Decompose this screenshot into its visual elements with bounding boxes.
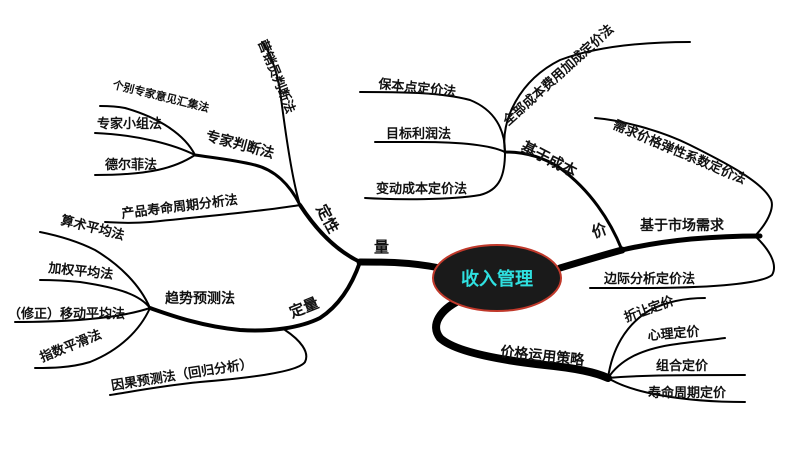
branch-mubiao	[374, 141, 506, 153]
label-jia: 价	[589, 219, 610, 241]
label-quanbu: 全部成本费用加成定价法	[499, 21, 617, 129]
branch-yidong	[14, 307, 151, 323]
label-yinguo: 因果预测法（回归分析）	[110, 356, 254, 394]
branch-xiaozu	[94, 132, 196, 156]
center-label: 收入管理	[461, 268, 533, 290]
branch-dingliang	[148, 260, 362, 333]
label-liang: 量	[374, 238, 389, 256]
branch-celue	[432, 296, 612, 382]
label-shouming: 寿命周期定价	[648, 385, 727, 401]
branch-yinguo	[109, 329, 308, 396]
branch-shouming	[607, 377, 746, 403]
label-dingxing: 定性	[312, 201, 342, 236]
branch-deerfei	[94, 154, 196, 176]
label-biandong: 变动成本定价法	[376, 181, 467, 197]
branch-xuqiu	[594, 117, 773, 237]
label-chengben: 基于成本	[517, 137, 580, 181]
label-jiaquan: 加权平均法	[47, 260, 114, 283]
label-chanpin: 产品寿命周期分析法	[121, 192, 239, 222]
branch-dingxing	[298, 203, 362, 264]
branch-gebie	[99, 105, 196, 156]
branch-xinli	[607, 337, 726, 379]
branch-chanpin	[104, 204, 301, 224]
branch-yingxiao	[261, 41, 301, 206]
branch-quanbu	[503, 41, 691, 153]
branch-jiaquan	[39, 279, 151, 309]
branch-suanshu	[39, 231, 151, 309]
label-shichang: 基于市场需求	[640, 217, 725, 234]
branch-zhuanjia	[193, 153, 302, 207]
label-yidong: （修正）移动平均法	[8, 306, 125, 322]
branch-biandong	[364, 151, 506, 201]
label-qushi: 趋势预测法	[165, 290, 235, 307]
label-bianji: 边际分析定价法	[603, 271, 695, 287]
label-gebie: 个别专家意见汇集法	[110, 77, 210, 115]
label-zherang: 折让定价	[622, 293, 677, 326]
label-mubiao: 目标利润法	[386, 126, 451, 142]
label-xinli: 心理定价	[647, 323, 701, 344]
branch-shichang	[619, 233, 763, 253]
label-deerfei: 德尔菲法	[105, 157, 157, 173]
branch-zuhe	[607, 374, 746, 379]
branch-zhishu	[34, 307, 151, 369]
label-yingxiao: 营销员判断法	[254, 38, 298, 116]
label-baoben: 保本点定价法	[377, 76, 457, 100]
label-xuqiu: 需求价格弹性系数定价法	[610, 117, 748, 188]
branch-zherang	[607, 297, 706, 379]
label-zuhe: 组合定价	[656, 358, 709, 374]
branch-chengben	[503, 150, 624, 252]
branch-liang	[356, 258, 444, 272]
branch-baoben	[359, 91, 506, 153]
label-dingliang: 定量	[287, 294, 322, 322]
branch-jia	[556, 246, 626, 272]
center-node	[432, 244, 562, 312]
branch-bianji	[589, 235, 775, 289]
label-xiaozu: 专家小组法	[97, 116, 162, 132]
